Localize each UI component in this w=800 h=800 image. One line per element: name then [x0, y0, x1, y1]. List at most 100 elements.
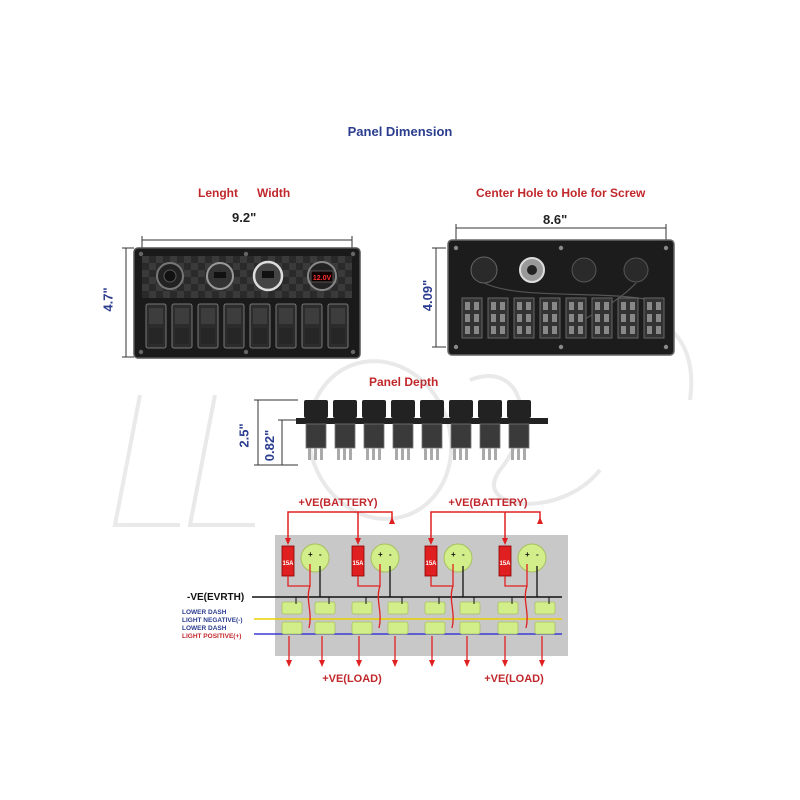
wiring-diagram: +VE(BATTERY) +VE(BATTERY) -VE(EVRTH) LOW…	[182, 497, 568, 685]
arrow-down-icon	[429, 660, 435, 667]
switch-terminal-block	[534, 597, 556, 667]
socket-minus-label: -	[462, 550, 465, 559]
screw-hole-icon	[138, 251, 144, 257]
switch-side-icon	[478, 400, 502, 460]
lower-dash-pos-label-1: LOWER DASH	[182, 625, 227, 632]
arrow-down-icon	[286, 660, 292, 667]
arrow-down-icon	[355, 538, 361, 545]
voltmeter-readout: 12.0V	[313, 275, 332, 282]
rocker-switch-icon	[171, 303, 193, 349]
width-label: Width	[257, 186, 291, 200]
front-width-dimension: 9.2"	[232, 210, 257, 225]
fuse-socket-group: 15A+-	[351, 543, 400, 629]
fuse-label: 15A	[425, 561, 437, 567]
arrow-down-icon	[539, 660, 545, 667]
switch-side-icon	[362, 400, 386, 460]
socket-plus-label: +	[451, 550, 456, 559]
screw-hole-icon	[453, 245, 459, 251]
switch-back-icon	[461, 297, 483, 339]
switch-back-icon	[539, 297, 561, 339]
fuse-label: 15A	[282, 561, 294, 567]
depth-view	[254, 399, 548, 466]
arrow-down-icon	[502, 538, 508, 545]
switch-side-row	[304, 400, 531, 460]
rocker-switch-icon	[301, 303, 323, 349]
rocker-switch-icon	[223, 303, 245, 349]
switch-side-icon	[304, 400, 328, 460]
panel-depth-label: Panel Depth	[369, 375, 439, 389]
socket-back-icon	[571, 257, 597, 283]
battery-label-left: +VE(BATTERY)	[298, 497, 377, 509]
socket-back-icon	[623, 257, 649, 283]
rocker-switch-icon	[327, 303, 349, 349]
rocker-switch-icon	[249, 303, 271, 349]
switch-back-icon	[643, 297, 665, 339]
switch-terminal-block	[497, 597, 519, 667]
load-label-left: +VE(LOAD)	[322, 673, 382, 685]
arrow-down-icon	[464, 660, 470, 667]
switch-terminal-block	[351, 597, 373, 667]
lower-dash-neg-label-2: LIGHT NEGATIVE(-)	[182, 617, 243, 624]
socket-terminal-icon	[443, 543, 473, 573]
rocker-switch-row	[145, 303, 349, 349]
screw-hole-icon	[663, 344, 669, 350]
socket-plus-label: +	[308, 550, 313, 559]
fuse-label: 15A	[499, 561, 511, 567]
screw-hole-icon	[350, 251, 356, 257]
fuse-socket-group: 15A +-	[424, 543, 473, 629]
arrow-down-icon	[392, 660, 398, 667]
socket-minus-label: -	[389, 550, 392, 559]
screw-hole-icon	[558, 344, 564, 350]
ground-label: -VE(EVRTH)	[187, 592, 244, 603]
socket-terminal-icon	[517, 543, 547, 573]
page-title: Panel Dimension	[347, 124, 453, 139]
arrow-down-icon	[356, 660, 362, 667]
socket-plus-label: +	[525, 550, 530, 559]
switch-back-icon	[513, 297, 535, 339]
switch-side-icon	[333, 400, 357, 460]
screw-hole-icon	[243, 251, 249, 257]
switch-back-icon	[617, 297, 639, 339]
hole-spacing-label: Center Hole to Hole for Screw	[476, 186, 646, 200]
socket-back-icon	[470, 256, 498, 284]
socket-plus-label: +	[378, 550, 383, 559]
switch-back-icon	[565, 297, 587, 339]
switch-terminal-block	[281, 597, 303, 667]
switch-terminal-block	[459, 597, 481, 667]
back-width-dimension: 8.6"	[543, 212, 568, 227]
switch-terminal-block	[387, 597, 409, 667]
arrow-up-icon	[537, 517, 543, 524]
panel-plate-side	[296, 418, 548, 424]
socket-minus-label: -	[536, 550, 539, 559]
rocker-switch-icon	[275, 303, 297, 349]
battery-label-right: +VE(BATTERY)	[448, 497, 527, 509]
screw-hole-icon	[243, 349, 249, 355]
switch-back-icon	[487, 297, 509, 339]
load-label-right: +VE(LOAD)	[484, 673, 544, 685]
screw-hole-icon	[663, 245, 669, 251]
length-label: Lenght	[198, 186, 238, 200]
switch-back-row	[461, 297, 665, 339]
arrow-down-icon	[285, 538, 291, 545]
switch-terminal-block	[424, 597, 446, 667]
screw-hole-icon	[350, 349, 356, 355]
switch-side-icon	[507, 400, 531, 460]
arrow-down-icon	[319, 660, 325, 667]
rocker-switch-icon	[145, 303, 167, 349]
arrow-up-icon	[389, 517, 395, 524]
socket-terminal-icon	[370, 543, 400, 573]
arrow-down-icon	[502, 660, 508, 667]
socket-minus-label: -	[319, 550, 322, 559]
screw-hole-icon	[138, 349, 144, 355]
arrow-down-icon	[428, 538, 434, 545]
switch-side-icon	[449, 400, 473, 460]
switch-side-icon	[391, 400, 415, 460]
fuse-socket-group: 15A +-	[498, 543, 547, 629]
front-panel-view: 12.0V	[122, 236, 361, 359]
lower-dash-pos-label-2: LIGHT POSITIVE(+)	[182, 633, 241, 640]
screw-hole-icon	[453, 344, 459, 350]
lower-dash-neg-label-1: LOWER DASH	[182, 609, 227, 616]
fuse-socket-group: 15A +-	[281, 543, 330, 629]
back-panel-view	[432, 224, 675, 356]
rocker-switch-icon	[197, 303, 219, 349]
